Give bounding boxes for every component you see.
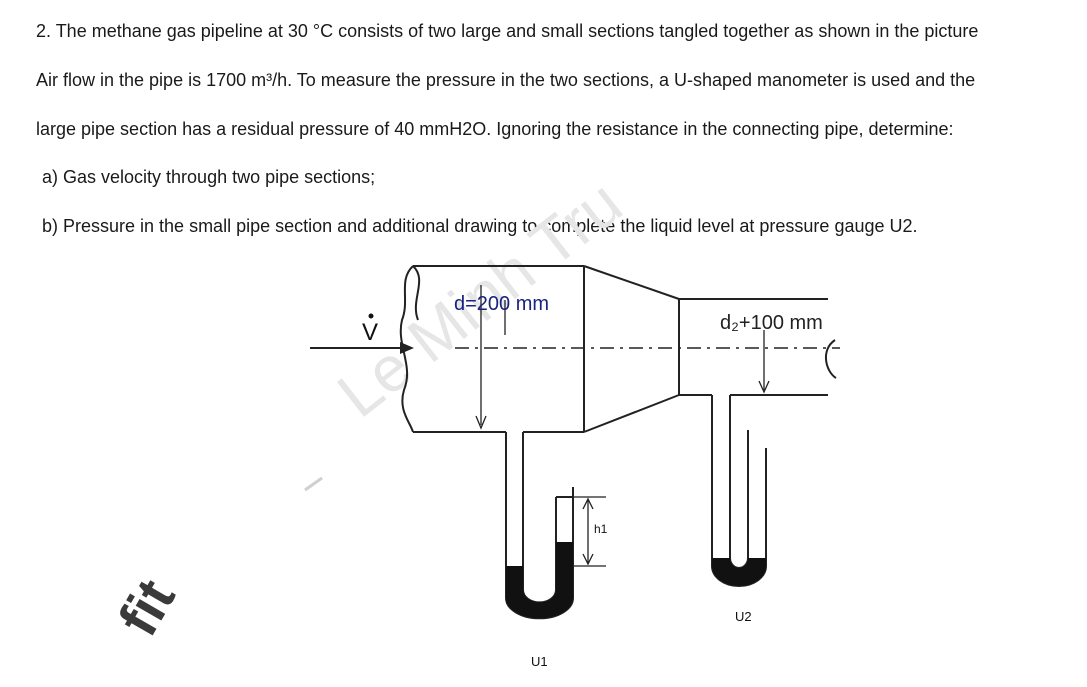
- problem-line-2: Air flow in the pipe is 1700 m³/h. To me…: [36, 70, 976, 90]
- h1-arrow-bottom: [582, 553, 594, 566]
- large-diameter-arrow: [475, 415, 487, 430]
- large-diameter-label: d=200 mm: [454, 293, 549, 315]
- problem-line-3: large pipe section has a residual pressu…: [36, 119, 954, 139]
- u2-liquid: [712, 558, 766, 586]
- gauge-u2-label: U2: [735, 609, 752, 624]
- small-pipe-break: [825, 339, 837, 379]
- question-a: a) Gas velocity through two pipe section…: [42, 167, 376, 187]
- watermark-fit: fit: [106, 569, 187, 646]
- reducer-bottom: [583, 394, 680, 433]
- problem-line-1: 2. The methane gas pipeline at 30 °C con…: [36, 21, 979, 41]
- reducer-top: [583, 265, 680, 300]
- large-pipe-break-2: [412, 265, 421, 321]
- small-diameter-arrow: [758, 380, 770, 394]
- h1-label: h1: [594, 522, 608, 536]
- watermark-dash: [304, 476, 323, 492]
- question-b: b) Pressure in the small pipe section an…: [42, 216, 918, 236]
- flow-symbol-dot: [368, 313, 374, 319]
- flow-symbol: V: [362, 319, 378, 346]
- small-diameter-label: d₂+100 mm: [720, 312, 823, 334]
- large-pipe-break: [399, 265, 414, 433]
- u1-liquid: [506, 542, 573, 619]
- h1-arrow-top: [582, 497, 594, 510]
- gauge-u1-label: U1: [531, 654, 548, 669]
